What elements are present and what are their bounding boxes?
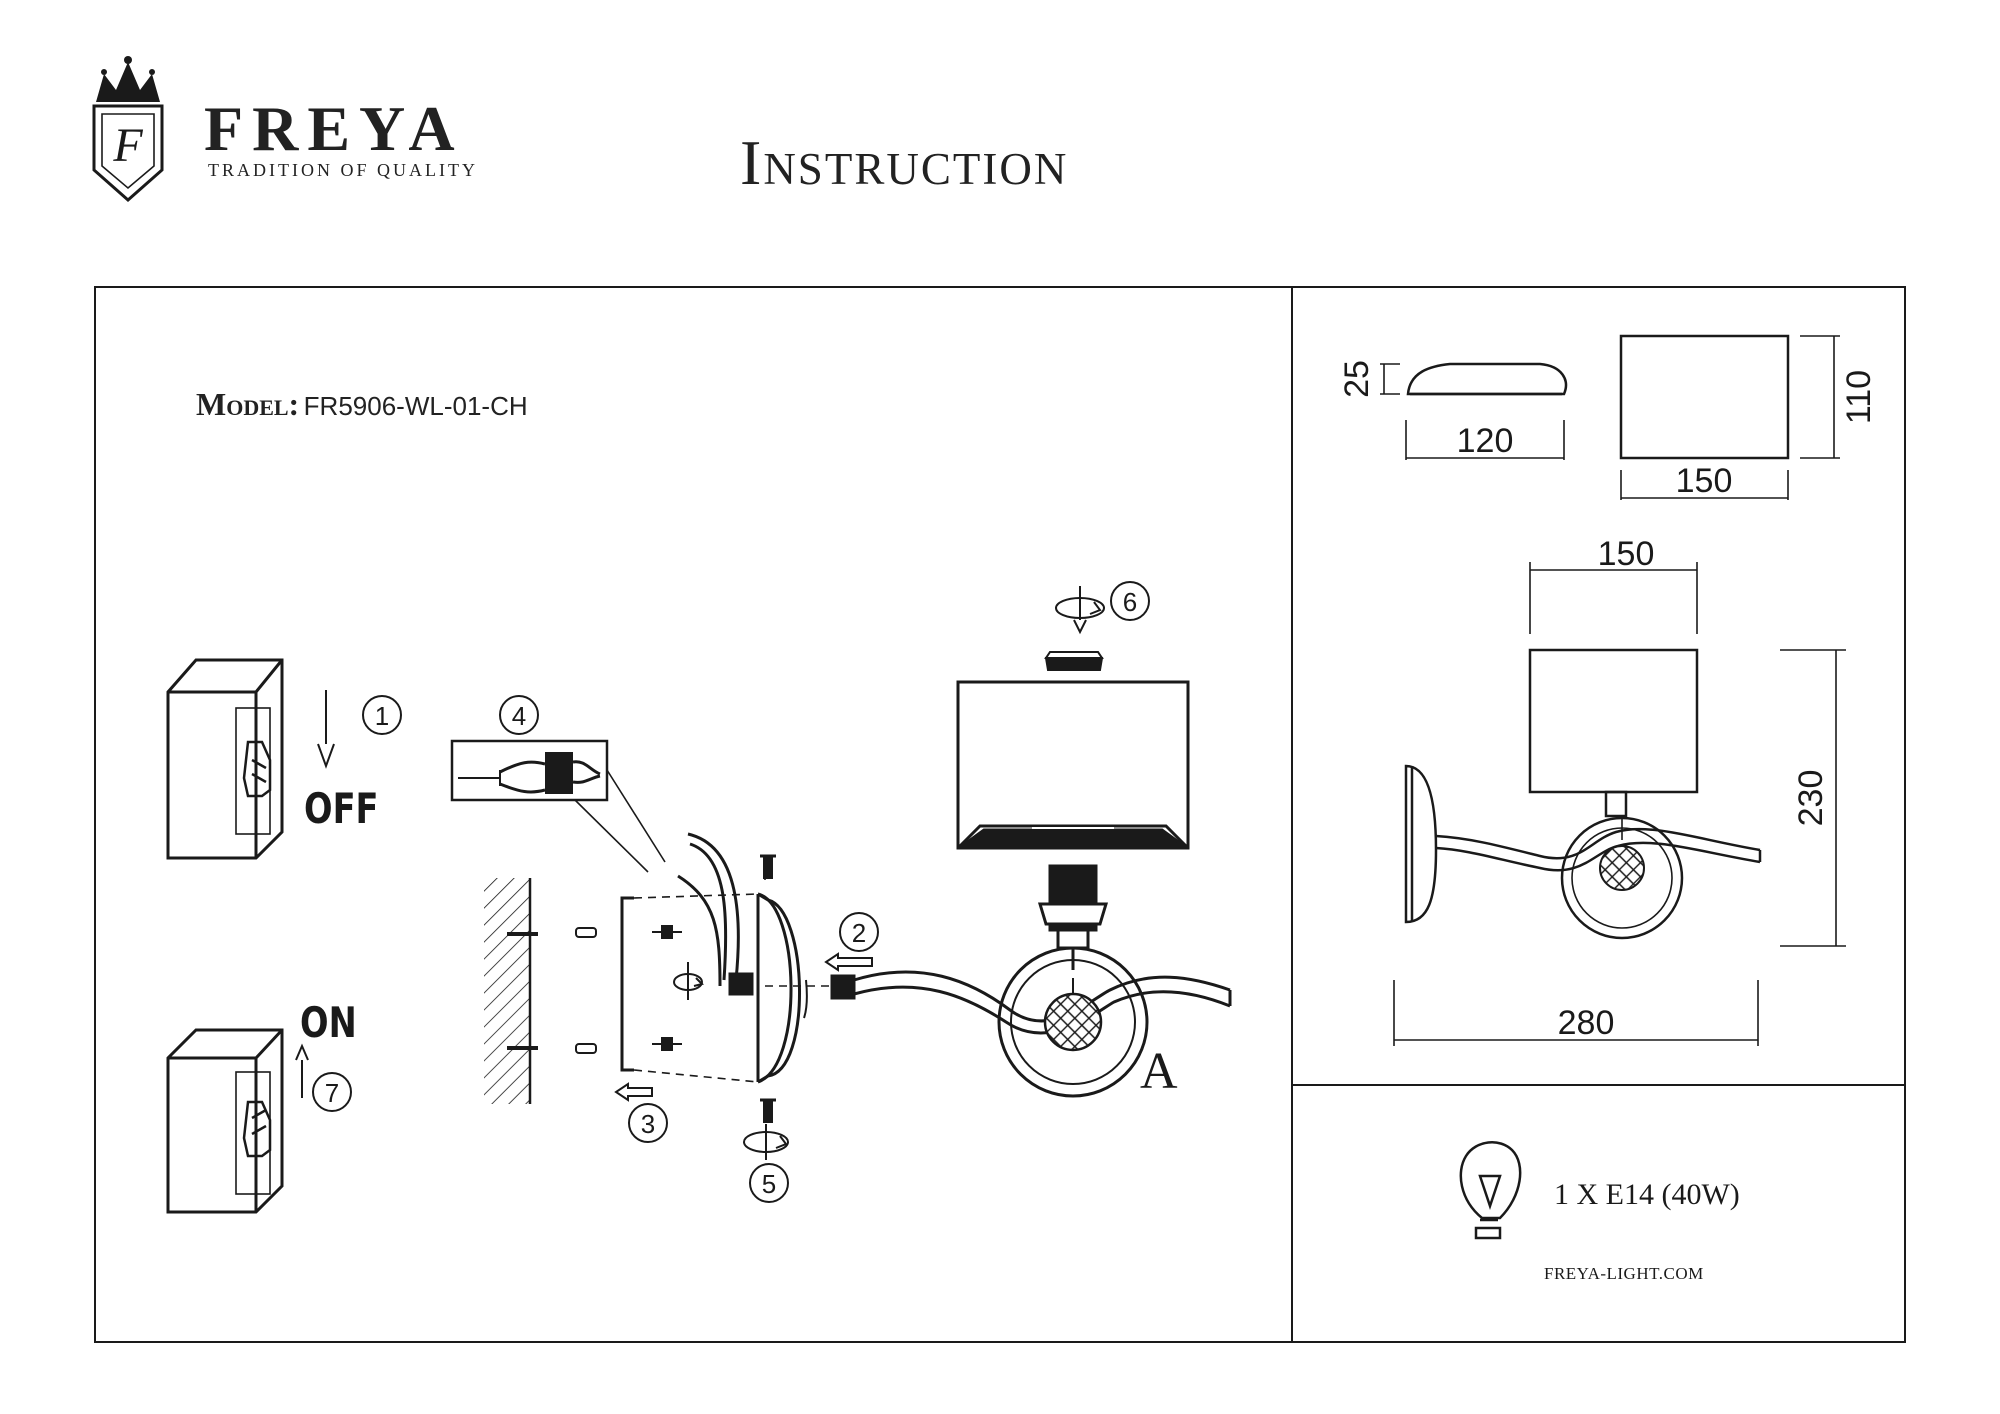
step-7-marker <box>312 1072 352 1112</box>
mounting-screws <box>652 925 682 1051</box>
bulb-spec: 1 X E14 (40W) <box>1554 1178 1740 1211</box>
dim-shade-height: 110 <box>1840 370 1878 424</box>
switch-on-label: ON <box>300 998 357 1047</box>
switch-off-label: OFF <box>304 784 379 833</box>
step-1-marker <box>362 695 402 735</box>
shade-dimension-drawing <box>1619 334 1840 500</box>
main-frame <box>94 286 1906 1343</box>
bulb-icon <box>1459 1141 1522 1240</box>
step-6-marker <box>1110 581 1150 621</box>
dim-canopy-width: 120 <box>1457 422 1514 460</box>
part-label-a: A <box>1140 1043 1178 1100</box>
step-4-marker <box>499 695 539 735</box>
model-label: Model: <box>196 386 300 422</box>
step-3-label: 3 <box>641 1109 655 1139</box>
wiring-detail <box>450 739 666 873</box>
dim-lamp-shade-width: 150 <box>1598 535 1655 573</box>
brand-logo <box>92 56 164 203</box>
step-3-arrow <box>614 1082 653 1102</box>
brand-name: FREYA <box>204 93 464 164</box>
crown-icon <box>96 62 160 102</box>
mounting-plate <box>620 896 634 1072</box>
shield-icon <box>92 104 164 203</box>
step-5-label: 5 <box>762 1169 776 1199</box>
step-4-label: 4 <box>512 701 526 731</box>
page-title: Instruction <box>740 127 1069 198</box>
step-3-marker <box>628 1103 668 1143</box>
wall <box>484 878 538 1104</box>
model-value: FR5906-WL-01-CH <box>303 391 528 421</box>
canopy <box>756 892 808 1084</box>
rotate-mark-plate <box>673 962 704 1000</box>
dimension-labels: 120 25 150 110 150 230 280 <box>1338 360 1878 1042</box>
rotate-mark-6 <box>1055 586 1105 635</box>
dim-canopy-height: 25 <box>1338 360 1376 398</box>
canopy-wires <box>677 832 754 996</box>
step-1-arrow <box>317 690 335 769</box>
dim-lamp-depth: 280 <box>1558 1004 1615 1042</box>
model-line: Model: FR5906-WL-01-CH <box>196 386 528 423</box>
switch-off <box>166 658 284 860</box>
switch-on <box>166 1028 284 1214</box>
dim-lamp-height: 230 <box>1792 770 1830 827</box>
frames <box>94 286 1906 1343</box>
step-2-marker <box>839 912 879 952</box>
step-2-label: 2 <box>852 918 866 948</box>
shade-ring-nut <box>1044 651 1104 671</box>
logo-letter: F <box>113 119 143 172</box>
dim-shade-width: 150 <box>1676 462 1733 500</box>
rotate-mark-5 <box>743 1124 789 1160</box>
step-markers <box>312 581 1150 1203</box>
brand-tagline: TRADITION OF QUALITY <box>208 160 478 180</box>
step-marker-labels: 1 2 3 4 5 6 7 <box>325 587 1137 1199</box>
step-7-label: 7 <box>325 1078 339 1108</box>
wall-plugs <box>575 927 597 1054</box>
step-2-arrow <box>824 952 873 972</box>
step-7-arrow <box>295 1043 309 1098</box>
lamp-holder <box>1037 864 1109 970</box>
step-1-label: 1 <box>375 701 389 731</box>
lamp-dimension-drawing <box>1393 562 1846 1046</box>
fixing-screws <box>760 854 776 1123</box>
canopy-dimension-drawing <box>1380 362 1568 460</box>
website: FREYA-LIGHT.COM <box>1544 1264 1704 1283</box>
lamp-shade <box>956 680 1190 850</box>
step-5-marker <box>749 1163 789 1203</box>
step-6-label: 6 <box>1123 587 1137 617</box>
